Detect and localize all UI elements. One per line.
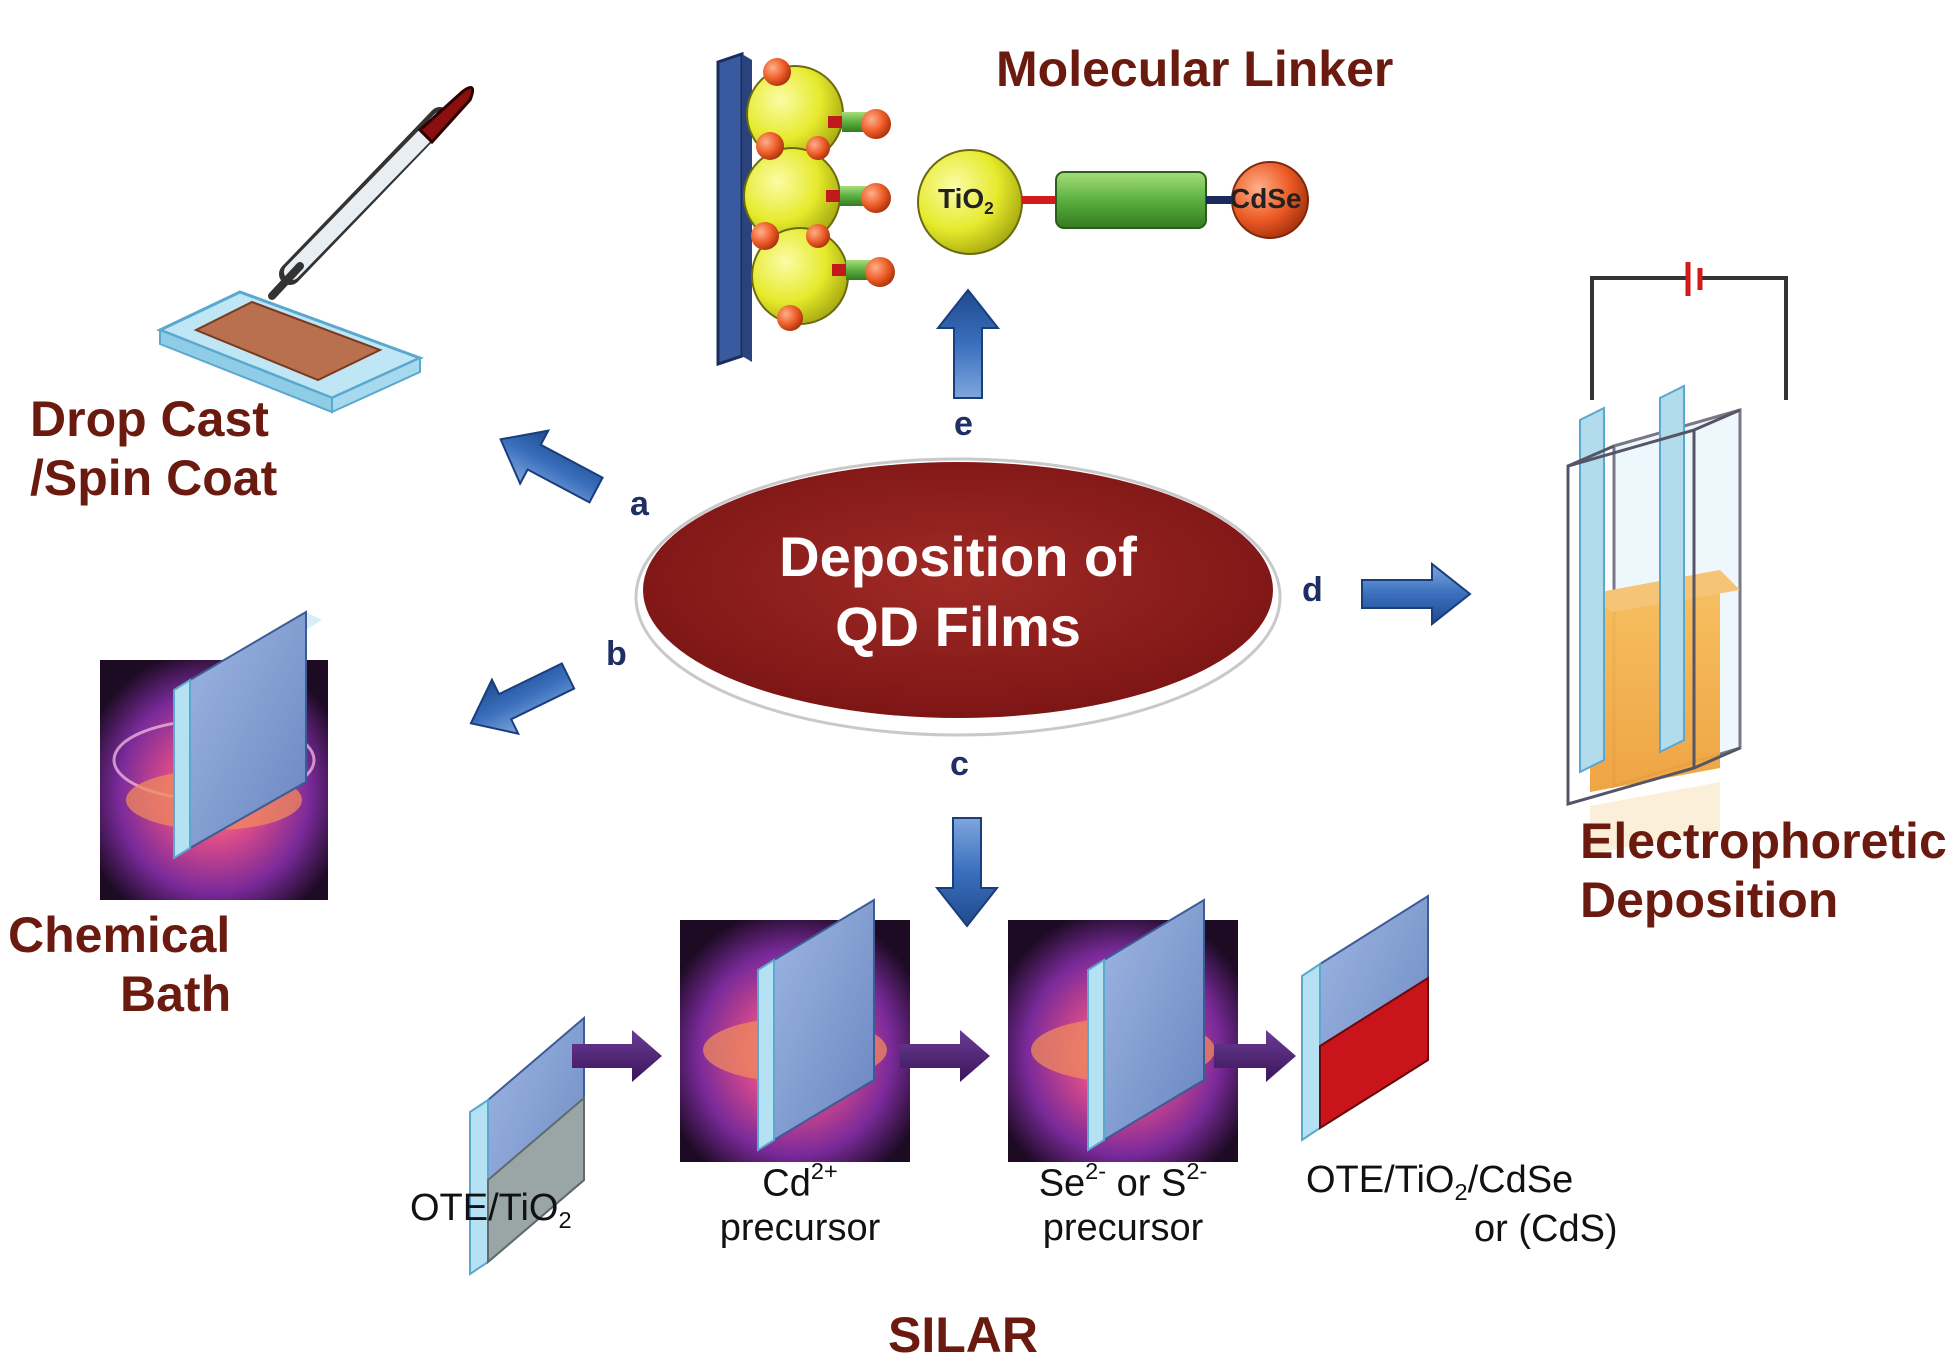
silar-step1-slide <box>469 1015 585 1276</box>
silar-step4-label: OTE/TiO2/CdSe or (CdS) <box>1306 1159 1618 1251</box>
tio2-label: TiO2 <box>938 183 994 219</box>
cdse-particle <box>1231 161 1309 239</box>
drop-cast-illustration <box>156 86 475 414</box>
silar-arrow-1 <box>572 1030 662 1082</box>
chemical-bath-label: Chemical Bath <box>8 907 232 1022</box>
route-letter-a: a <box>630 485 649 523</box>
route-letter-d: d <box>1302 571 1323 609</box>
route-letter-e: e <box>954 405 973 443</box>
pipette-icon <box>268 86 475 300</box>
silar-illustration <box>469 894 1429 1276</box>
silar-label: SILAR <box>888 1307 1038 1363</box>
silar-step4-slide <box>1301 894 1429 1142</box>
center-node <box>634 457 1282 737</box>
center-title-line2: QD Films <box>835 595 1081 658</box>
electrophoretic-illustration <box>1566 262 1788 854</box>
route-letter-b: b <box>606 635 627 673</box>
silar-arrow-3 <box>1214 1030 1296 1082</box>
cdse-label: CdSe <box>1230 183 1302 214</box>
arrow-b <box>469 662 576 736</box>
center-title-line1: Deposition of <box>779 525 1137 588</box>
molecular-linker-label: Molecular Linker <box>996 41 1394 97</box>
silar-step3-label: Se2- or S2- precursor <box>1038 1158 1208 1250</box>
center-title: Deposition of QD Films <box>708 522 1208 662</box>
electrophoretic-label: Electrophoretic Deposition <box>1580 813 1947 928</box>
arrow-a <box>499 429 604 504</box>
silar-step2-label: Cd2+ precursor <box>719 1158 881 1250</box>
route-letter-c: c <box>950 745 969 783</box>
linker-molecule <box>1055 171 1207 229</box>
drop-cast-label: Drop Cast /Spin Coat <box>30 391 278 506</box>
arrow-d <box>1361 561 1472 627</box>
silar-arrow-2 <box>900 1030 990 1082</box>
silar-step2-bath <box>680 898 910 1162</box>
silar-step3-bath <box>1008 898 1238 1162</box>
arrow-e <box>935 288 1001 399</box>
arrow-c <box>934 817 1000 928</box>
chemical-bath-illustration <box>100 610 328 900</box>
molecular-linker-illustration <box>716 51 1309 367</box>
silar-step1-label: OTE/TiO2 <box>410 1187 572 1234</box>
